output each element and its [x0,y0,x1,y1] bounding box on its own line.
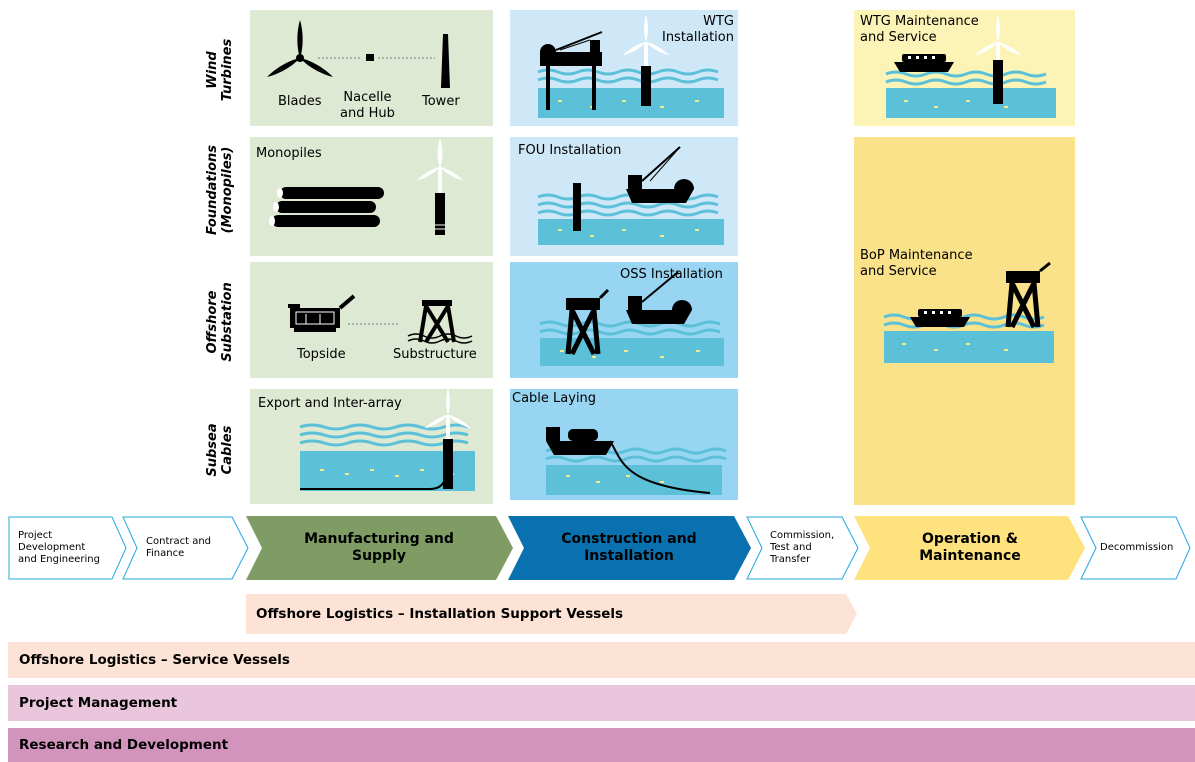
panel-oss-installation: OSS Installation [510,262,738,378]
chevron-project-development: Project Development and Engineering [8,516,128,580]
export-cable-icon [299,389,475,491]
tower-label: Tower [422,94,460,109]
wtg-maintenance-label: WTG Maintenance and Service [860,14,979,45]
chevron-commission-test: Commission, Test and Transfer [746,516,860,580]
blades-label: Blades [278,94,322,109]
nacelle-label: Nacelle and Hub [340,90,395,121]
wtg-installation-label: WTG Installation [661,14,734,45]
bar-research-development: Research and Development [8,728,1195,762]
oss-installation-label: OSS Installation [620,267,723,282]
chevron-operation-maintenance: Operation & Maintenance [854,516,1086,580]
chevron-contract-finance: Contract and Finance [122,516,250,580]
monopiles-icon [269,138,464,235]
panel-bop-maintenance: BoP Maintenance and Service [854,137,1075,505]
fou-installation-icon [537,146,724,245]
bar-installation-support-vessels: Offshore Logistics – Installation Suppor… [246,594,858,634]
substructure-label: Substructure [393,347,477,362]
panel-substation-manufacturing: Topside Substructure [250,262,493,378]
panel-fou-installation: FOU Installation [510,137,738,256]
wtg-installation-icon [537,15,724,118]
bop-maintenance-icon [883,261,1054,363]
panel-wtg-maintenance: WTG Maintenance and Service [854,10,1075,126]
panel-cable-laying: Cable Laying [510,389,738,500]
cable-laying-icon [545,427,727,495]
export-inter-array-label: Export and Inter-array [258,396,402,411]
panel-wind-turbine-manufacturing: Blades Nacelle and Hub Tower [250,10,493,126]
row-label-subsea-cables: Subsea Cables [205,423,235,477]
topside-label: Topside [297,347,346,362]
chevron-decommission: Decommission [1080,516,1192,580]
chevron-construction-installation: Construction and Installation [508,516,752,580]
panel-wtg-installation: WTG Installation [510,10,738,126]
blade-nacelle-tower-icon [267,20,450,88]
chevron-manufacturing-supply: Manufacturing and Supply [246,516,514,580]
topside-substructure-icon [288,294,473,344]
row-label-offshore-substation: Offshore Substation [205,282,235,362]
bar-project-management: Project Management [8,685,1195,721]
panel-monopile-manufacturing: Monopiles [250,137,493,256]
monopiles-label: Monopiles [256,146,322,161]
row-label-wind-turbines: Wind Turbines [205,38,235,102]
wtg-maintenance-icon [885,15,1056,118]
bar-service-vessels: Offshore Logistics – Service Vessels [8,642,1195,678]
row-label-foundations: Foundations (Monopiles) [205,145,235,235]
cable-laying-label: Cable Laying [512,391,597,406]
oss-installation-icon [539,271,724,366]
panel-cables-manufacturing: Export and Inter-array [250,389,493,504]
bop-maintenance-label: BoP Maintenance and Service [860,248,973,279]
fou-installation-label: FOU Installation [518,143,622,158]
